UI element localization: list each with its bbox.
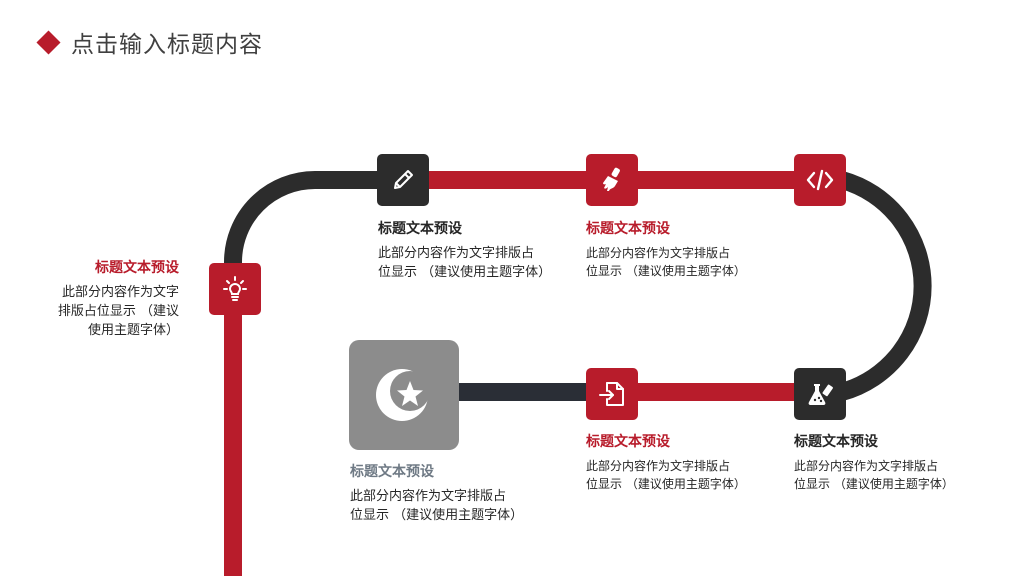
step-body-1-line-1: 此部分内容作为文字 bbox=[61, 285, 179, 300]
step-heading-3: 标题文本预设 bbox=[586, 221, 670, 237]
step-heading-6: 标题文本预设 bbox=[586, 434, 670, 450]
file-import-icon bbox=[599, 382, 624, 406]
paint-brush-icon bbox=[603, 167, 620, 191]
step-body-3-line-2: 位显示 （建议使用主题字体） bbox=[586, 264, 746, 278]
step-body-6-line-1: 此部分内容作为文字排版占 bbox=[586, 459, 731, 473]
step-node-6 bbox=[586, 368, 638, 420]
step-body-2-line-1: 此部分内容作为文字排版占 bbox=[378, 246, 535, 261]
star-crescent-icon bbox=[376, 369, 428, 421]
step-node-4 bbox=[794, 154, 846, 206]
step-node-2 bbox=[377, 154, 429, 206]
step-body-1-line-2: 排版占位显示 （建议 bbox=[57, 304, 179, 319]
track-right-curve bbox=[820, 171, 932, 401]
step-heading-1: 标题文本预设 bbox=[95, 260, 179, 276]
step-node-1 bbox=[209, 263, 261, 315]
page-title-text: 点击输入标题内容 bbox=[71, 32, 263, 58]
step-body-1-line-3: 使用主题字体） bbox=[87, 323, 179, 338]
step-text-6: 标题文本预设 此部分内容作为文字排版占 位显示 （建议使用主题字体） bbox=[586, 432, 786, 493]
track-top-left-curve bbox=[224, 171, 403, 290]
step-text-3: 标题文本预设 此部分内容作为文字排版占 位显示 （建议使用主题字体） bbox=[586, 219, 786, 280]
step-text-5: 标题文本预设 此部分内容作为文字排版占 位显示 （建议使用主题字体） bbox=[794, 432, 994, 493]
step-text-7: 标题文本预设 此部分内容作为文字排版占 位显示 （建议使用主题字体） bbox=[350, 462, 570, 525]
step-body-5-line-2: 位显示 （建议使用主题字体） bbox=[794, 477, 954, 491]
step-body-2-line-2: 位显示 （建议使用主题字体） bbox=[378, 265, 552, 280]
code-icon bbox=[806, 169, 834, 191]
page-title: 点击输入标题内容 bbox=[36, 26, 263, 58]
step-body-5-line-1: 此部分内容作为文字排版占 bbox=[794, 459, 939, 473]
step-heading-7: 标题文本预设 bbox=[350, 464, 434, 480]
flask-icon bbox=[808, 384, 833, 405]
lightbulb-icon bbox=[223, 276, 247, 301]
step-body-3-line-1: 此部分内容作为文字排版占 bbox=[586, 246, 731, 260]
step-heading-2: 标题文本预设 bbox=[378, 221, 462, 237]
step-text-2: 标题文本预设 此部分内容作为文字排版占 位显示 （建议使用主题字体） bbox=[378, 219, 578, 282]
step-heading-5: 标题文本预设 bbox=[794, 434, 878, 450]
step-body-6-line-2: 位显示 （建议使用主题字体） bbox=[586, 477, 746, 491]
step-body-7-line-2: 位显示 （建议使用主题字体） bbox=[350, 508, 524, 523]
step-node-7 bbox=[349, 340, 459, 450]
step-text-1: 标题文本预设 此部分内容作为文字 排版占位显示 （建议 使用主题字体） bbox=[0, 258, 179, 340]
step-body-7-line-1: 此部分内容作为文字排版占 bbox=[350, 489, 507, 504]
step-node-3 bbox=[586, 154, 638, 206]
step-node-5 bbox=[794, 368, 846, 420]
pencil-icon bbox=[394, 170, 413, 189]
